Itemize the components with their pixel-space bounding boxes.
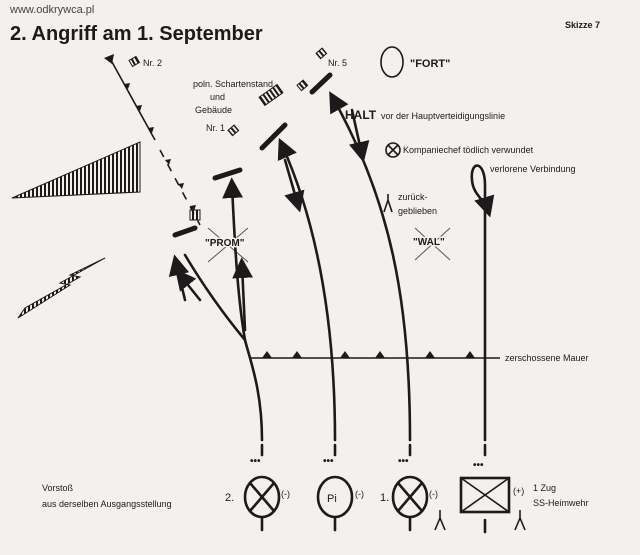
svg-text:•••: ••• <box>398 456 409 467</box>
label-bunker: poln. Schartenstand <box>193 79 273 89</box>
label-halt-desc: vor der Hauptverteidigungslinie <box>381 111 505 121</box>
unit-pioneers: ••• Pi (-) <box>316 443 364 532</box>
wall-line <box>250 351 500 359</box>
label-nr1: Nr. 1 <box>206 123 225 133</box>
unit-strength: (-) <box>355 489 364 499</box>
unit-strength: (-) <box>281 489 290 499</box>
fort-icon <box>380 46 404 78</box>
labels: www.odkrywca.pl 2. Angriff am 1. Septemb… <box>9 4 600 509</box>
label-left-behind-2: geblieben <box>398 206 437 216</box>
bunker-icon <box>296 79 309 92</box>
label-wall: zerschossene Mauer <box>505 353 589 363</box>
soldier-icon <box>383 194 393 213</box>
unit-note-zug: 1 Zug <box>533 483 556 493</box>
unit-number: 1. <box>380 492 389 504</box>
bunker-nr5-icon <box>315 47 328 60</box>
attack-routes <box>168 72 495 442</box>
unit-strength: (-) <box>429 489 438 499</box>
soldier-icon <box>434 510 446 531</box>
label-fort: "FORT" <box>410 58 450 70</box>
soldier-icon <box>514 510 526 531</box>
unit-1st-company: ••• 1. (-) <box>380 443 446 532</box>
label-commander: Kompaniechef tödlich verwundet <box>403 145 534 155</box>
unit-symbol-pi: Pi <box>327 493 337 505</box>
svg-text:•••: ••• <box>323 456 334 467</box>
label-halt: HALT <box>345 108 377 122</box>
svg-text:•••: ••• <box>473 460 484 471</box>
label-nr2: Nr. 2 <box>143 58 162 68</box>
fire-sector <box>11 141 141 199</box>
label-wal: "WAL" <box>413 237 445 248</box>
sketch-label: Skizze 7 <box>565 20 600 30</box>
unit-number: 2. <box>225 492 234 504</box>
unit-ss-heimwehr: ••• (+) 1 Zug SS-Heimwehr <box>459 443 589 534</box>
legend-line-1: Vorstoß <box>42 483 74 493</box>
label-left-behind: zurück- <box>398 192 428 202</box>
legend-line-2: aus derselben Ausgangsstellung <box>42 499 172 509</box>
cross-icon <box>207 227 249 263</box>
front-line <box>104 54 201 226</box>
unit-strength: (+) <box>513 486 524 496</box>
bunker-nr1-icon <box>227 124 240 137</box>
commander-icon <box>385 142 401 158</box>
watermark: www.odkrywca.pl <box>9 4 94 16</box>
label-bunker-und: und <box>210 92 225 102</box>
cross-icon <box>414 227 451 261</box>
label-lost-connection: verlorene Verbindung <box>490 164 576 174</box>
svg-text:•••: ••• <box>250 456 261 467</box>
lightning-icon <box>17 257 106 319</box>
building-icon <box>258 83 284 107</box>
unit-note-ss: SS-Heimwehr <box>533 498 589 508</box>
unit-2nd-company: ••• 2. (-) <box>225 443 290 532</box>
label-prom: "PROM" <box>205 238 245 249</box>
page-title: 2. Angriff am 1. September <box>10 23 263 45</box>
label-buildings: Gebäude <box>195 105 232 115</box>
label-nr5: Nr. 5 <box>328 58 347 68</box>
bunker-nr2-icon <box>128 55 141 68</box>
bunker-icon <box>189 209 201 221</box>
